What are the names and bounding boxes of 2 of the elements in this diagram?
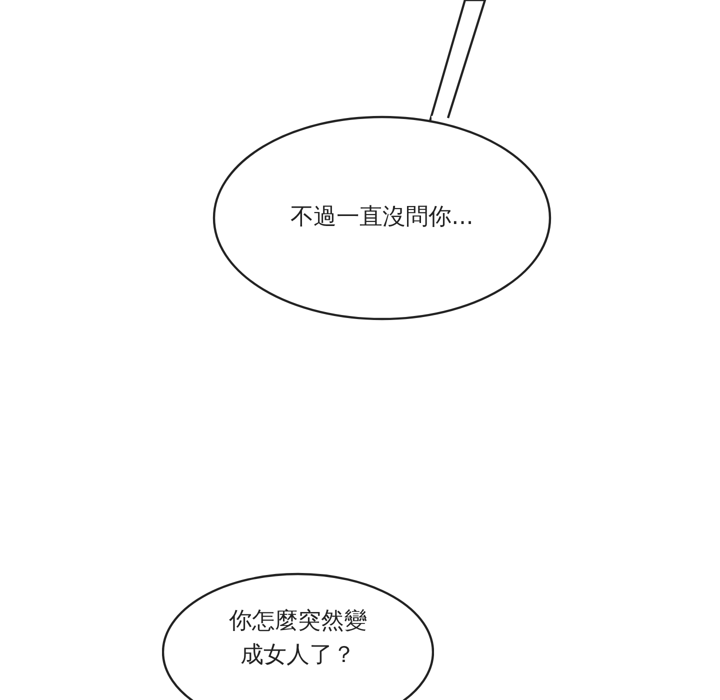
speech-text: 不過一直沒問你... [290,203,474,232]
speech-text: 你怎麼突然變成女人了？ [228,607,368,670]
